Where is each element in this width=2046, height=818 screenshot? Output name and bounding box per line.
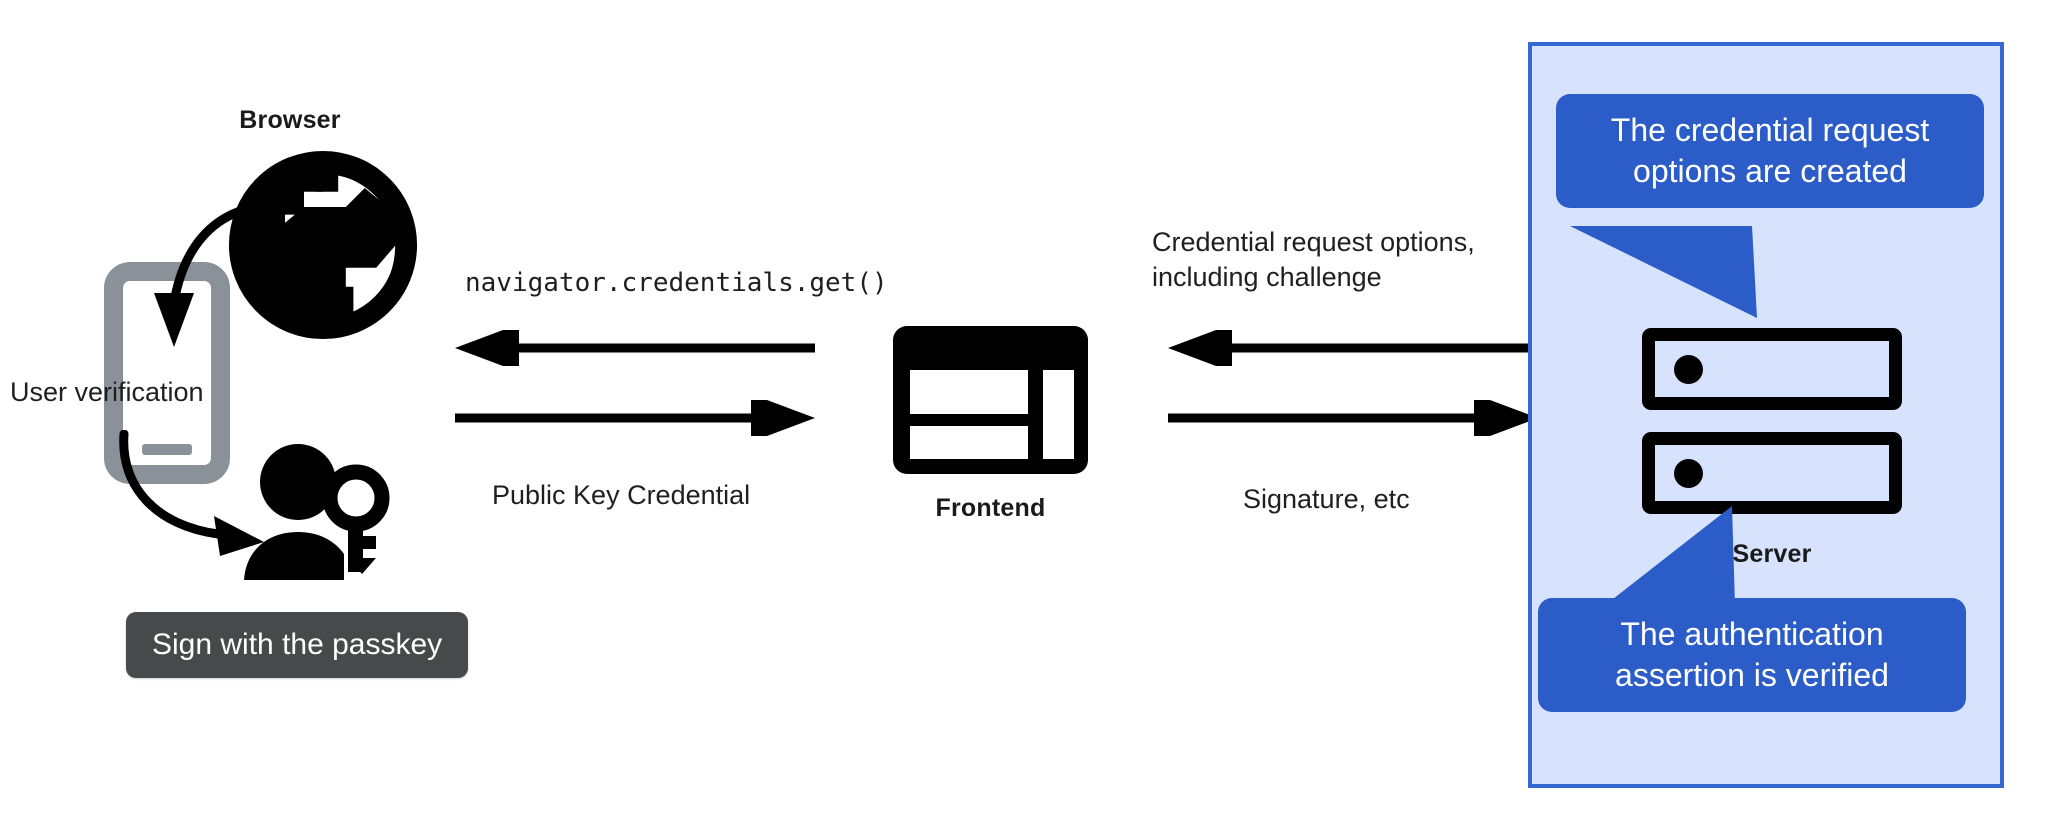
arrow-phone-to-user: [118, 430, 298, 560]
bottom-callout: The authentication assertion is verified: [1538, 598, 1966, 712]
credential-request-options-label: Credential request options, including ch…: [1152, 227, 1475, 293]
bottom-callout-tail: [1604, 506, 1735, 606]
server-label: Server: [1732, 540, 1812, 568]
top-callout: The credential request options are creat…: [1556, 94, 1984, 208]
frontend-window-icon: [893, 326, 1088, 474]
arrow-server-to-frontend: [1168, 330, 1538, 366]
sign-with-passkey-tooltip: Sign with the passkey: [126, 612, 469, 678]
browser-label: Browser: [239, 106, 341, 134]
top-callout-tail: [1570, 226, 1757, 318]
public-key-credential-label: Public Key Credential: [492, 480, 751, 510]
frontend-label: Frontend: [935, 494, 1046, 522]
arrow-frontend-to-server: [1168, 400, 1538, 436]
arrow-frontend-to-browser: [455, 330, 815, 366]
arrow-browser-to-phone: [110, 195, 300, 365]
server-racks-icon: [1642, 328, 1902, 518]
navigator-credentials-get-label: navigator.credentials.get(): [465, 268, 888, 298]
user-with-key-icon: [240, 440, 390, 580]
server-panel: The credential request options are creat…: [1528, 42, 2004, 788]
signature-etc-label: Signature, etc: [1243, 484, 1410, 514]
arrow-browser-to-frontend: [455, 400, 815, 436]
user-verification-label: User verification: [10, 377, 204, 407]
globe-icon: [228, 150, 418, 340]
